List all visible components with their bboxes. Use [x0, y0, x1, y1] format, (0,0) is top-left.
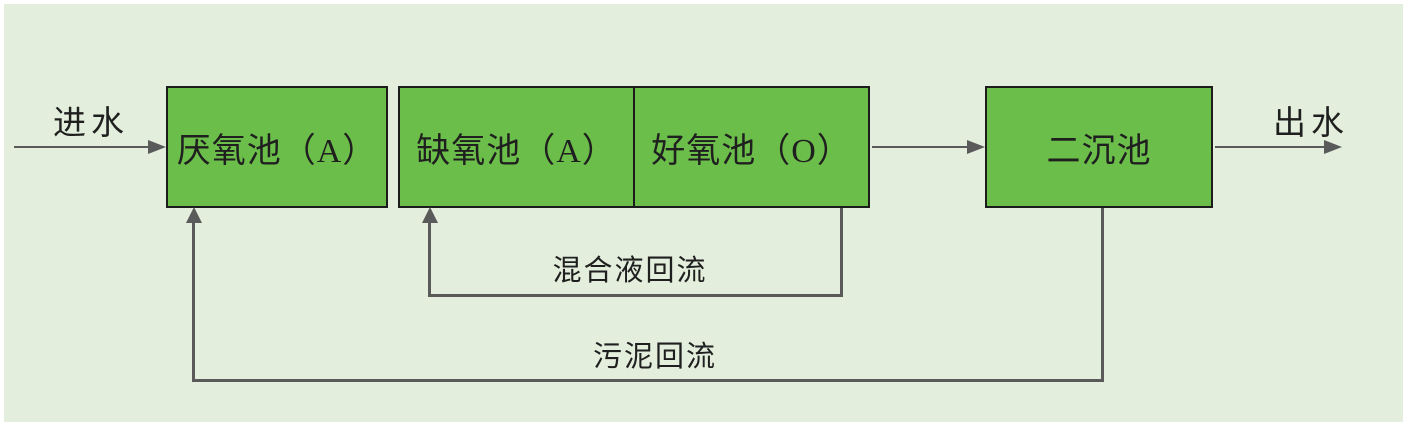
effluent-flow-line [1215, 146, 1324, 148]
aerobic-to-clarifier-arrowhead-icon [967, 140, 985, 154]
mixed-liquor-recycle-horizontal-line [428, 294, 843, 297]
sludge-return-label: 污泥回流 [592, 341, 717, 373]
secondary-clarifier-label: 二沉池 [1046, 132, 1152, 170]
sludge-return-horizontal-line [192, 379, 1104, 382]
influent-flow-line [14, 146, 148, 148]
aerobic-tank-box: 好氧池（O） [633, 86, 870, 208]
aerobic-to-clarifier-line [872, 146, 967, 148]
mixed-liquor-recycle-arrowhead-icon [422, 207, 438, 223]
effluent-arrowhead-icon [1324, 140, 1342, 154]
diagram-background [4, 4, 1403, 422]
aerobic-tank-label: 好氧池（O） [651, 132, 852, 170]
influent-label: 进水 [53, 106, 129, 142]
secondary-clarifier-box: 二沉池 [985, 86, 1213, 208]
sludge-return-down-line [1101, 208, 1104, 382]
mixed-liquor-recycle-label: 混合液回流 [552, 255, 708, 287]
anoxic-tank-box: 缺氧池（A） [398, 86, 635, 208]
sludge-return-arrowhead-icon [186, 207, 202, 223]
mixed-liquor-recycle-down-line [840, 208, 843, 297]
anaerobic-tank-box: 厌氧池（A） [166, 86, 388, 208]
mixed-liquor-recycle-up-line [428, 222, 431, 297]
effluent-label: 出水 [1273, 106, 1349, 142]
anaerobic-tank-label: 厌氧池（A） [176, 132, 378, 170]
anoxic-tank-label: 缺氧池（A） [416, 132, 617, 170]
sludge-return-up-line [192, 222, 195, 382]
influent-arrowhead-icon [148, 140, 166, 154]
